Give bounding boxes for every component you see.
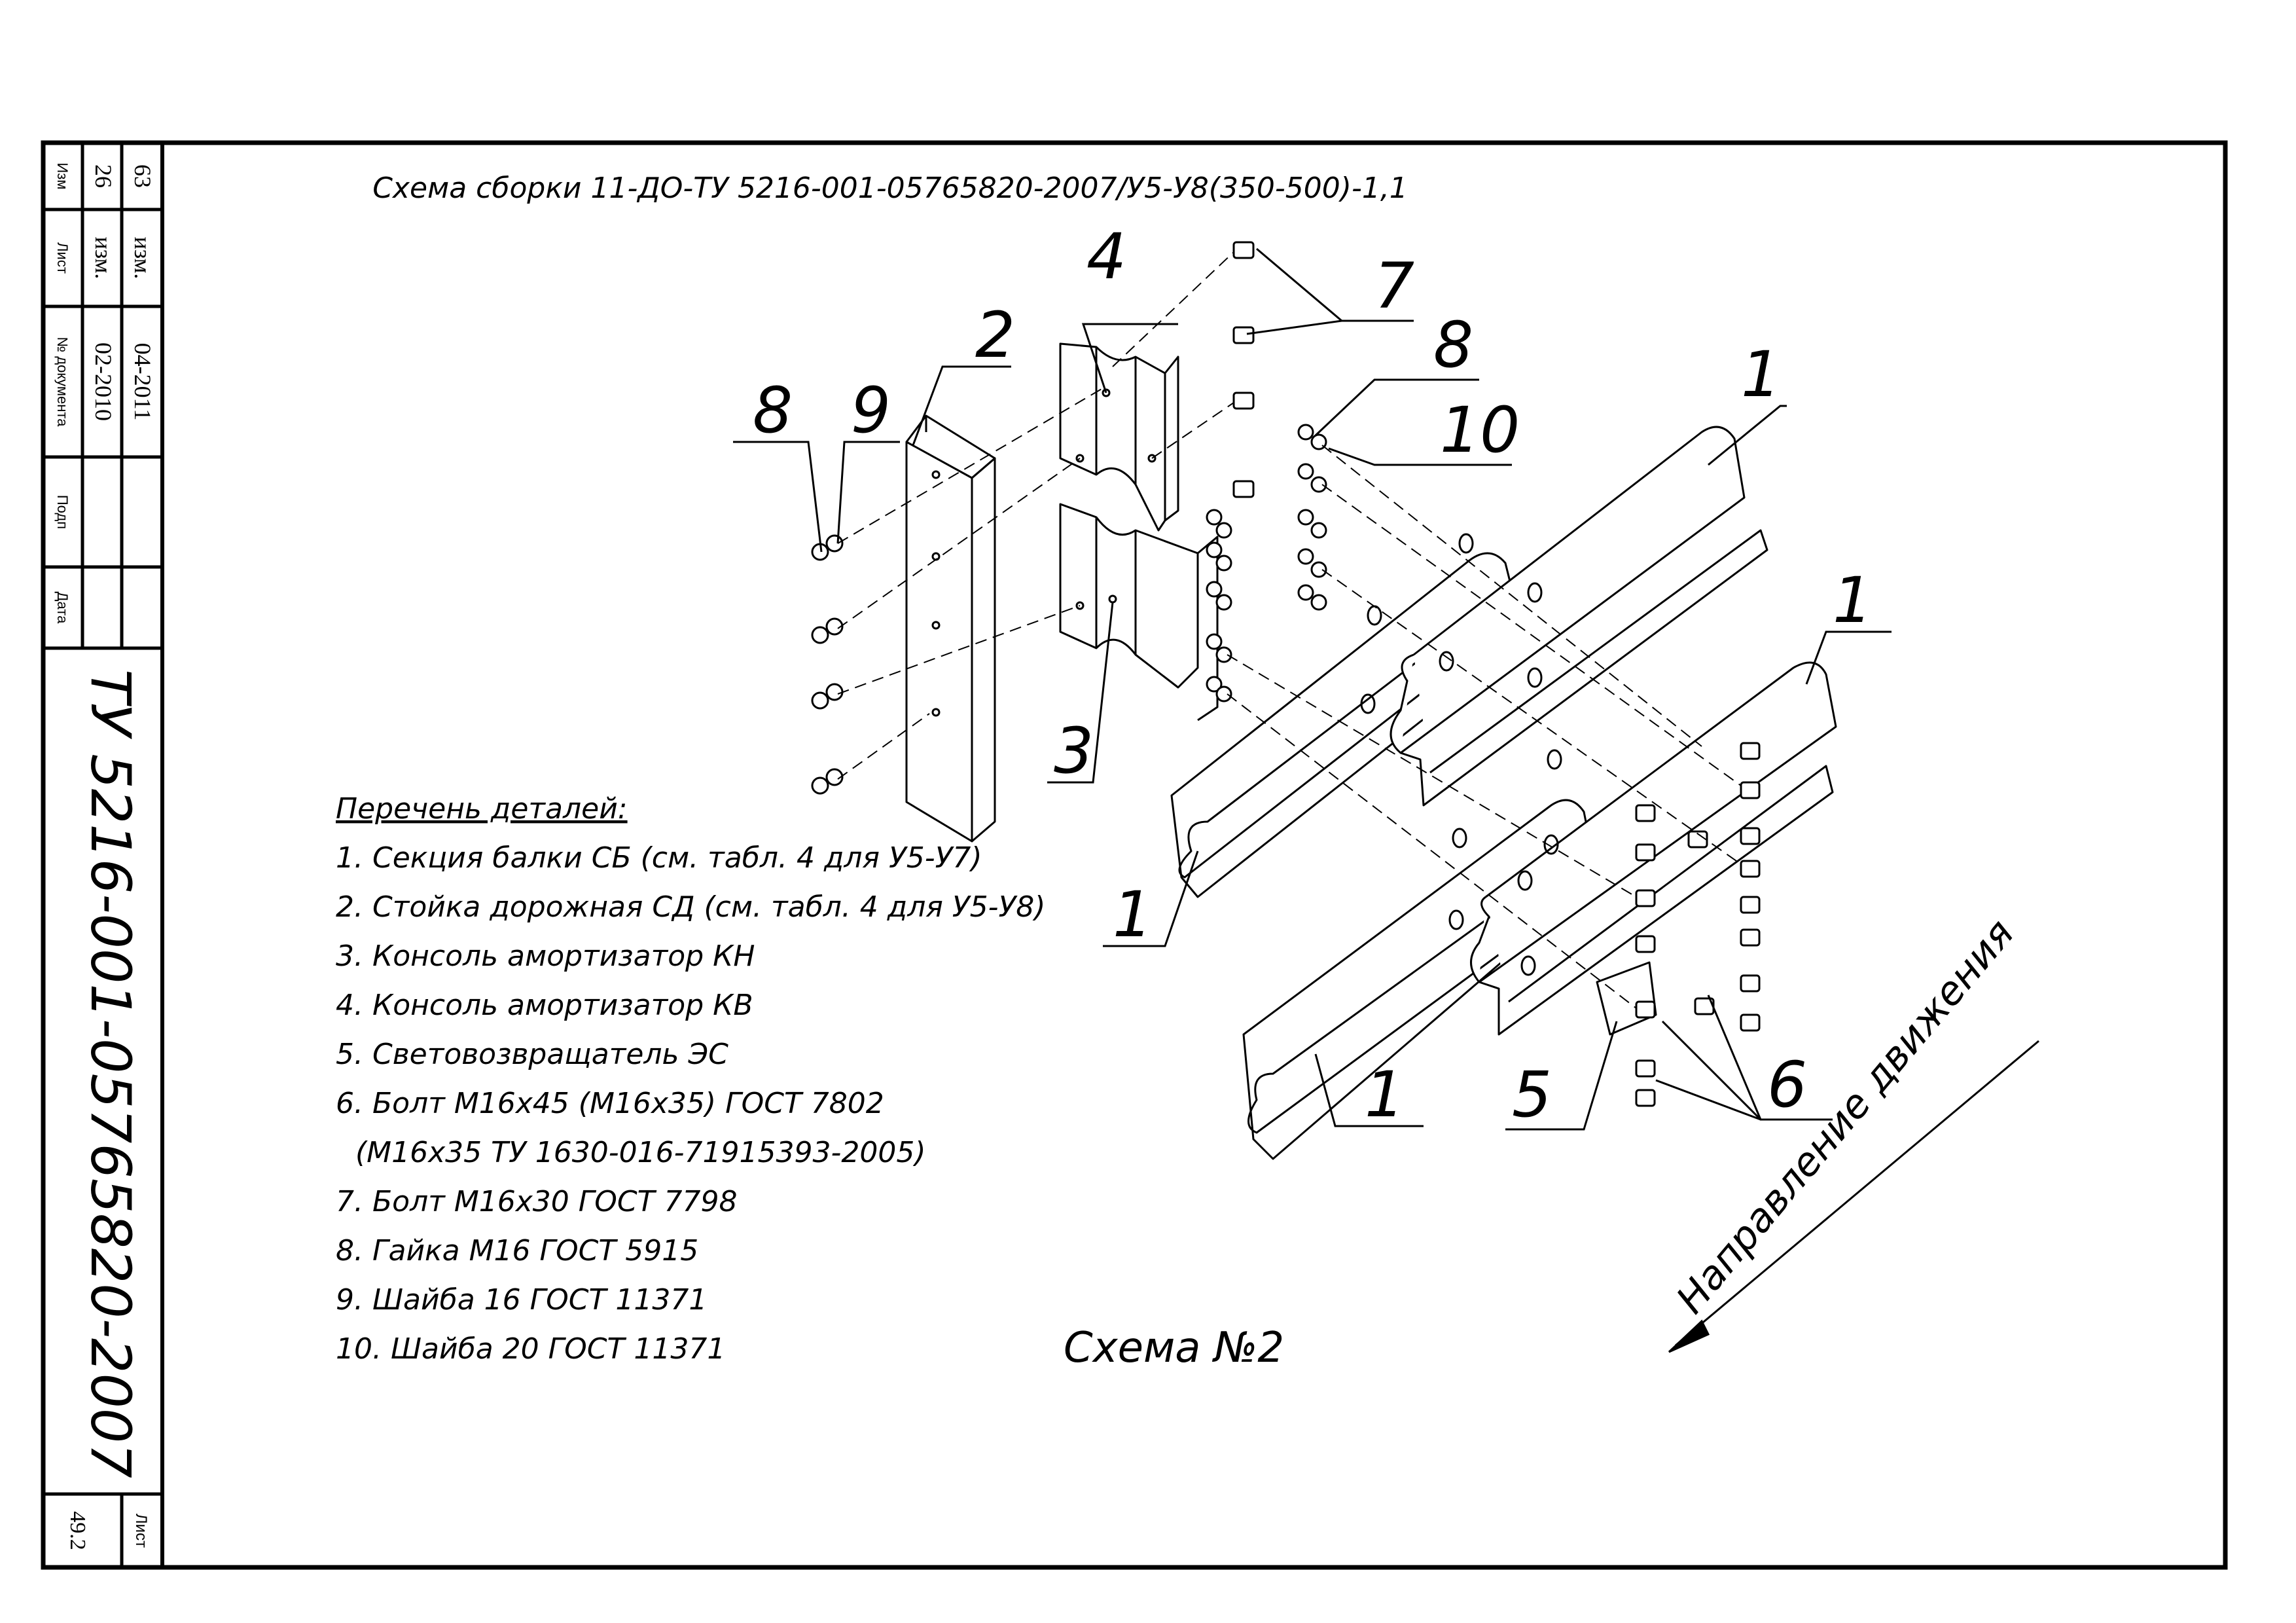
beam-back-upper xyxy=(1390,426,1768,807)
stamp-row1-doc: 04-2011 xyxy=(130,343,156,421)
callout-7: 7 xyxy=(1374,249,1414,323)
part-item-6-alt: (М16х35 ТУ 1630-016-71915393-2005) xyxy=(355,1136,926,1169)
callout-2: 2 xyxy=(975,299,1015,372)
bracket-lower xyxy=(1059,503,1219,721)
callout-leaders xyxy=(733,247,1892,1131)
parts-list-heading: Перечень деталей: xyxy=(336,792,628,826)
sheet-number: 49.2 xyxy=(65,1511,90,1550)
stamp-row2-kind: изм. xyxy=(90,237,117,280)
parts-list: Перечень деталей: 1. Секция балки СБ (см… xyxy=(336,792,1045,1366)
part-item-2: 2. Стойка дорожная СД (см. табл. 4 для У… xyxy=(336,890,1045,924)
stamp-row1-no: 63 xyxy=(130,164,156,188)
callout-1-bottom: 1 xyxy=(1365,1058,1405,1131)
road-post xyxy=(905,414,996,843)
drawing-title: Схема сборки 11-ДО-ТУ 5216-001-05765820-… xyxy=(372,172,1408,205)
reflector xyxy=(1596,961,1657,1036)
drawing-frame xyxy=(41,140,2228,1570)
direction-label: Направление движения xyxy=(1668,911,2023,1322)
part-item-8: 8. Гайка М16 ГОСТ 5915 xyxy=(336,1234,698,1267)
callout-5: 5 xyxy=(1512,1058,1552,1131)
callout-9: 9 xyxy=(851,374,891,447)
stamp-header-izm: Изм xyxy=(54,162,71,189)
sheet-label: Лист xyxy=(132,1514,150,1548)
stamp-text: 63 изм. 04-2011 26 изм. 02-2010 Изм Лист… xyxy=(54,162,156,1550)
assembly-drawing xyxy=(905,342,1837,1160)
part-item-3: 3. Консоль амортизатор КН xyxy=(336,939,755,973)
beam-holes xyxy=(1360,533,1562,976)
nuts-left xyxy=(811,534,844,795)
part-item-10: 10. Шайба 20 ГОСТ 11371 xyxy=(336,1332,725,1366)
callout-4: 4 xyxy=(1086,220,1126,293)
callout-6: 6 xyxy=(1767,1048,1807,1122)
bracket-upper xyxy=(1059,342,1179,532)
part-item-4: 4. Консоль амортизатор КВ xyxy=(336,989,753,1022)
part-item-6: 6. Болт М16х45 (М16х35) ГОСТ 7802 xyxy=(336,1087,884,1120)
stamp-row2-doc: 02-2010 xyxy=(90,342,117,421)
bolts-right xyxy=(1635,742,1761,1107)
callout-1-left: 1 xyxy=(1113,878,1153,951)
scheme-label: Схема №2 xyxy=(1064,1324,1284,1372)
callout-numbers: 2 4 7 8 10 8 9 3 1 1 1 1 5 6 xyxy=(753,220,1873,1131)
callout-1-right: 1 xyxy=(1833,564,1873,637)
part-item-9: 9. Шайба 16 ГОСТ 11371 xyxy=(336,1283,707,1317)
document-code: ТУ 5216-001-05765820-2007 xyxy=(79,669,143,1478)
callout-3: 3 xyxy=(1054,714,1094,788)
direction-arrow xyxy=(1668,1040,2039,1353)
stamp-header-doc: № документа xyxy=(54,337,71,428)
part-item-7: 7. Болт М16х30 ГОСТ 7798 xyxy=(336,1185,738,1218)
part-item-1: 1. Секция балки СБ (см. табл. 4 для У5-У… xyxy=(336,841,982,875)
revision-stamp xyxy=(43,143,162,1567)
stamp-header-list: Лист xyxy=(54,242,71,274)
callout-10: 10 xyxy=(1440,393,1520,467)
callout-8-left: 8 xyxy=(753,374,793,447)
fasteners xyxy=(811,241,1761,1107)
callout-8-right: 8 xyxy=(1433,308,1473,382)
stamp-row2-no: 26 xyxy=(90,164,117,188)
stamp-row1-kind: изм. xyxy=(130,237,156,280)
bolts-top xyxy=(1232,241,1255,498)
assembly-axes xyxy=(837,251,1742,1009)
callout-1-top: 1 xyxy=(1741,338,1781,411)
washers-column xyxy=(1206,424,1327,702)
stamp-header-sign: Подп xyxy=(54,495,71,529)
stamp-header-date: Дата xyxy=(54,592,71,624)
part-item-5: 5. Световозвращатель ЭС xyxy=(336,1038,728,1071)
